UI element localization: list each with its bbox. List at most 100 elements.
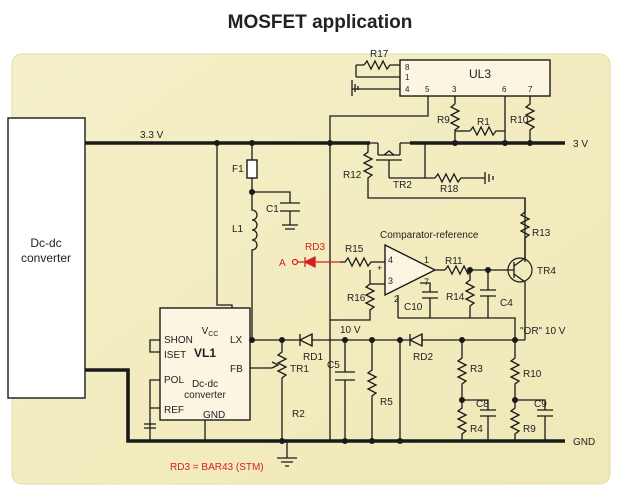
- ground-symbol: [277, 441, 297, 467]
- label-RD1: RD1: [303, 352, 323, 363]
- svg-text:7: 7: [528, 85, 533, 94]
- node-a-label: A: [279, 258, 286, 269]
- label-R4: R4: [470, 424, 483, 435]
- dcdc-label-line2: converter: [21, 251, 71, 265]
- resistor-R5: [366, 340, 378, 441]
- resistor-R3: [456, 340, 468, 400]
- svg-text:8: 8: [405, 63, 410, 72]
- label-TR1: TR1: [290, 364, 309, 375]
- capacitor-C4: [480, 270, 496, 318]
- fuse-F1: [246, 159, 258, 179]
- mosfet-TR2: [376, 143, 425, 179]
- label-C5: C5: [327, 360, 340, 371]
- resistor-R15: [340, 256, 385, 268]
- vl1-label: VL1: [194, 346, 216, 360]
- resistor-R12: [362, 143, 526, 225]
- capacitor-C10: [420, 282, 438, 318]
- label-C10: C10: [404, 302, 423, 313]
- net-gnd-label: GND: [573, 437, 595, 448]
- svg-text:5: 5: [425, 85, 430, 94]
- svg-text:6: 6: [502, 85, 507, 94]
- net-3v3-label: 3.3 V: [140, 130, 164, 141]
- comparator-opamp: [384, 243, 437, 297]
- svg-text:3: 3: [388, 276, 393, 286]
- label-C9: C9: [534, 399, 547, 410]
- vl1-pin-shon: SHON: [164, 335, 193, 346]
- ul3-chip: [399, 59, 551, 97]
- label-R3: R3: [470, 364, 483, 375]
- vl1-sub-2: converter: [184, 390, 226, 401]
- svg-text:4: 4: [405, 85, 410, 94]
- svg-text:1: 1: [424, 255, 429, 265]
- resistor-R17: [363, 59, 394, 71]
- net-10v-label: 10 V: [340, 325, 361, 336]
- label-R5: R5: [380, 397, 393, 408]
- figure-title: MOSFET application: [227, 12, 413, 33]
- vl1-pin-ref: REF: [164, 405, 184, 416]
- label-R10-top: R10: [510, 115, 529, 126]
- svg-text:1: 1: [405, 73, 410, 82]
- capacitor-C9: [515, 399, 553, 441]
- resistor-R9-bottom: [509, 400, 521, 441]
- dcdc-label-line1: Dc-dc: [30, 236, 61, 250]
- label-R10-bottom: R10: [523, 369, 542, 380]
- label-C1: C1: [266, 204, 279, 215]
- svg-text:2: 2: [394, 294, 399, 304]
- ul3-label: UL3: [469, 67, 491, 81]
- resistor-R1: [469, 125, 505, 137]
- resistor-R9-top: [449, 103, 461, 143]
- label-TR4: TR4: [537, 266, 556, 277]
- comparator-label: Comparator-reference: [380, 230, 479, 241]
- resistor-R10-top: [524, 96, 536, 143]
- capacitor-C5: [335, 340, 355, 441]
- label-RD3: RD3: [305, 242, 325, 253]
- label-R9-bottom: R9: [523, 424, 536, 435]
- resistor-R4: [456, 400, 468, 441]
- footnote: RD3 = BAR43 (STM): [170, 462, 264, 473]
- vl1-pin-fb: FB: [230, 364, 243, 375]
- potentiometer-TR1: [276, 340, 288, 441]
- resistor-R16: [330, 270, 376, 321]
- net-3v-label: 3 V: [573, 139, 588, 150]
- label-R16: R16: [347, 293, 366, 304]
- vl1-pin-iset: ISET: [164, 350, 186, 361]
- label-C4: C4: [500, 298, 513, 309]
- vl1-pin-lx: LX: [230, 335, 243, 346]
- vl1-pin-pol: POL: [164, 375, 184, 386]
- resistor-R10-bottom: [509, 340, 521, 400]
- diode-RD3: [297, 255, 340, 269]
- label-R1: R1: [477, 117, 490, 128]
- label-R9-top: R9: [437, 115, 450, 126]
- label-R17: R17: [370, 49, 389, 60]
- vl1-pin-gnd: GND: [203, 410, 225, 421]
- label-C8: C8: [476, 399, 489, 410]
- label-R11: R11: [445, 256, 463, 267]
- label-RD2: RD2: [413, 352, 433, 363]
- label-R12: R12: [343, 170, 362, 181]
- label-R13: R13: [532, 228, 551, 239]
- label-R14: R14: [446, 292, 465, 303]
- svg-text:+: +: [377, 263, 382, 273]
- svg-text:7: 7: [424, 277, 429, 287]
- net-or10v-label: "OR" 10 V: [520, 326, 566, 337]
- svg-text:4: 4: [388, 255, 393, 265]
- ul3-pin5-wire: [329, 96, 429, 441]
- transistor-TR4: [500, 225, 526, 340]
- label-L1: L1: [232, 224, 244, 235]
- capacitor-C8: [462, 399, 496, 441]
- capacitor-C1: [280, 202, 300, 230]
- vl1-chip: [159, 307, 251, 421]
- inductor-L1: [251, 192, 258, 340]
- label-R2: R2: [292, 409, 305, 420]
- label-R15: R15: [345, 244, 364, 255]
- vl1-sub-1: Dc-dc: [192, 379, 218, 390]
- svg-text:3: 3: [452, 85, 457, 94]
- label-TR2: TR2: [393, 180, 412, 191]
- label-F1: F1: [232, 164, 244, 175]
- resistor-R18: [434, 172, 485, 184]
- resistor-R14: [464, 270, 476, 318]
- label-R18: R18: [440, 184, 459, 195]
- dcdc-converter-block: [7, 117, 86, 399]
